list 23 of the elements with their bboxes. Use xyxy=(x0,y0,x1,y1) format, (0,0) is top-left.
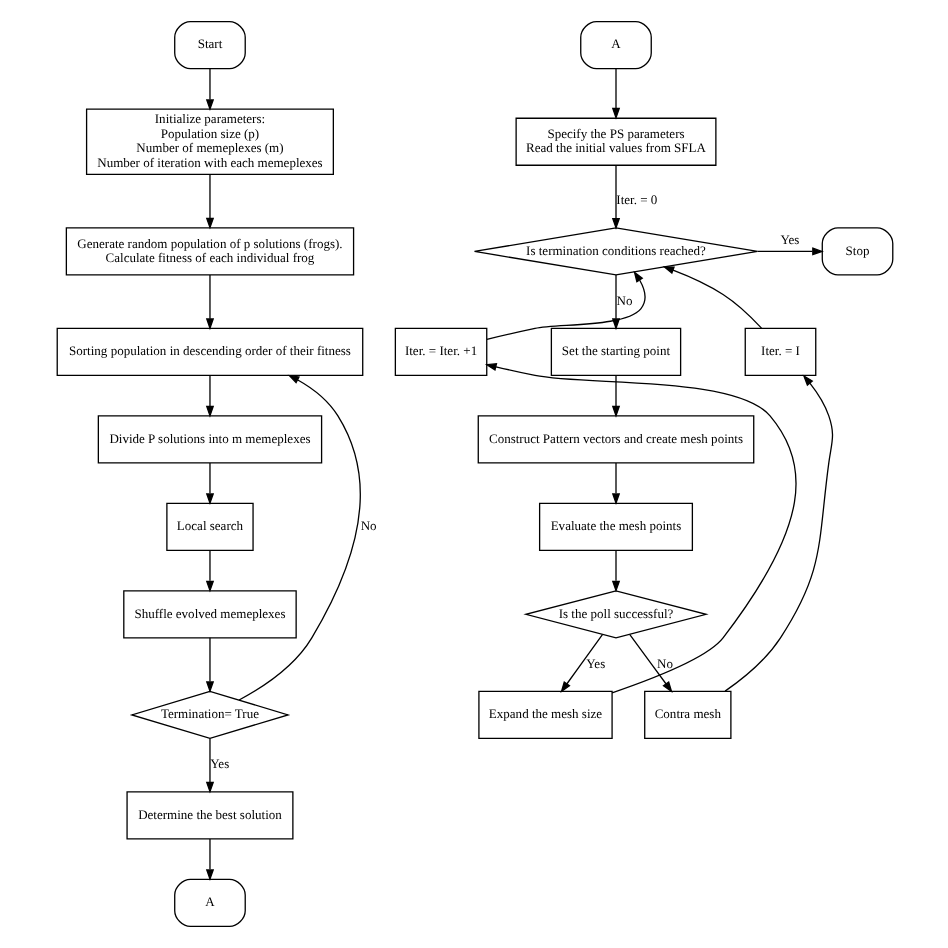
arrow xyxy=(237,374,360,701)
arrow xyxy=(610,549,620,593)
arrow xyxy=(204,838,214,882)
arrow xyxy=(204,549,214,593)
arrow xyxy=(204,374,214,418)
arrow xyxy=(204,737,214,794)
arrow xyxy=(204,68,214,112)
arrow xyxy=(485,270,645,340)
arrow xyxy=(610,462,620,506)
arrow xyxy=(628,633,672,693)
arrow xyxy=(610,374,620,418)
arrow xyxy=(755,247,823,256)
arrow xyxy=(661,266,762,329)
arrow xyxy=(610,274,620,331)
arrow xyxy=(723,374,833,692)
arrow xyxy=(559,633,603,693)
arrow xyxy=(204,462,214,506)
arrow xyxy=(204,274,214,331)
arrow xyxy=(610,68,620,120)
arrow xyxy=(610,165,620,230)
arrow xyxy=(204,637,214,694)
arrow xyxy=(483,362,796,694)
arrow xyxy=(204,173,214,230)
